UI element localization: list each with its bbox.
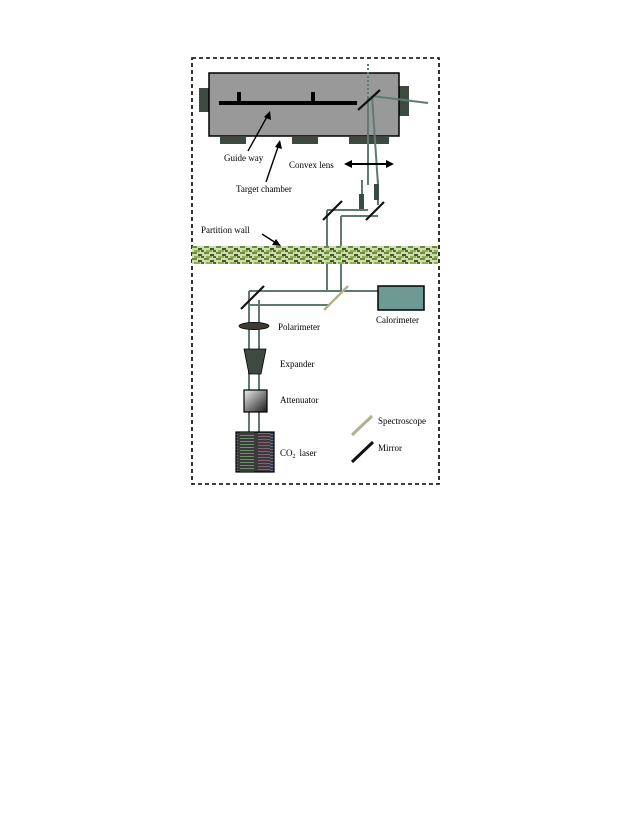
legend-mirror-symbol — [350, 440, 375, 464]
spectroscope-splitter — [323, 285, 349, 311]
label-expander: Expander — [280, 359, 314, 369]
mirror-upper-left — [322, 200, 343, 221]
mirror-lower-left — [240, 285, 265, 310]
attenuator — [243, 389, 268, 413]
label-co2-laser: CO2 laser — [280, 448, 317, 460]
legend-spectroscope-symbol — [350, 414, 374, 437]
chamber-mirror — [357, 89, 381, 111]
co2-laser — [235, 431, 275, 473]
guide-way — [219, 92, 357, 105]
label-calorimeter: Calorimeter — [376, 315, 419, 325]
label-spectroscope: Spectroscope — [378, 416, 426, 426]
lens-holder-left — [359, 194, 364, 210]
label-polarimeter: Polarimeter — [278, 322, 320, 332]
label-guide-way: Guide way — [224, 153, 264, 163]
chamber-beam — [367, 64, 429, 186]
annotation-arrows — [247, 111, 282, 246]
calorimeter — [377, 285, 425, 311]
lens-holder-right — [374, 184, 379, 200]
expander — [243, 348, 267, 375]
target-chamber — [199, 72, 409, 144]
convex-lens-arrow — [344, 160, 394, 168]
co2-text: CO — [280, 448, 293, 458]
label-convex-lens: Convex lens — [289, 160, 334, 170]
co2-laser-suffix: laser — [300, 448, 317, 458]
polarimeter — [238, 321, 270, 330]
mirror-upper-right — [365, 201, 385, 221]
label-target-chamber: Target chamber — [236, 184, 292, 194]
label-attenuator: Attenuator — [280, 395, 319, 405]
label-partition-wall: Partition wall — [201, 225, 250, 235]
co2-subscript: 2 — [293, 454, 296, 460]
label-mirror: Mirror — [378, 443, 402, 453]
partition-wall — [192, 246, 438, 264]
